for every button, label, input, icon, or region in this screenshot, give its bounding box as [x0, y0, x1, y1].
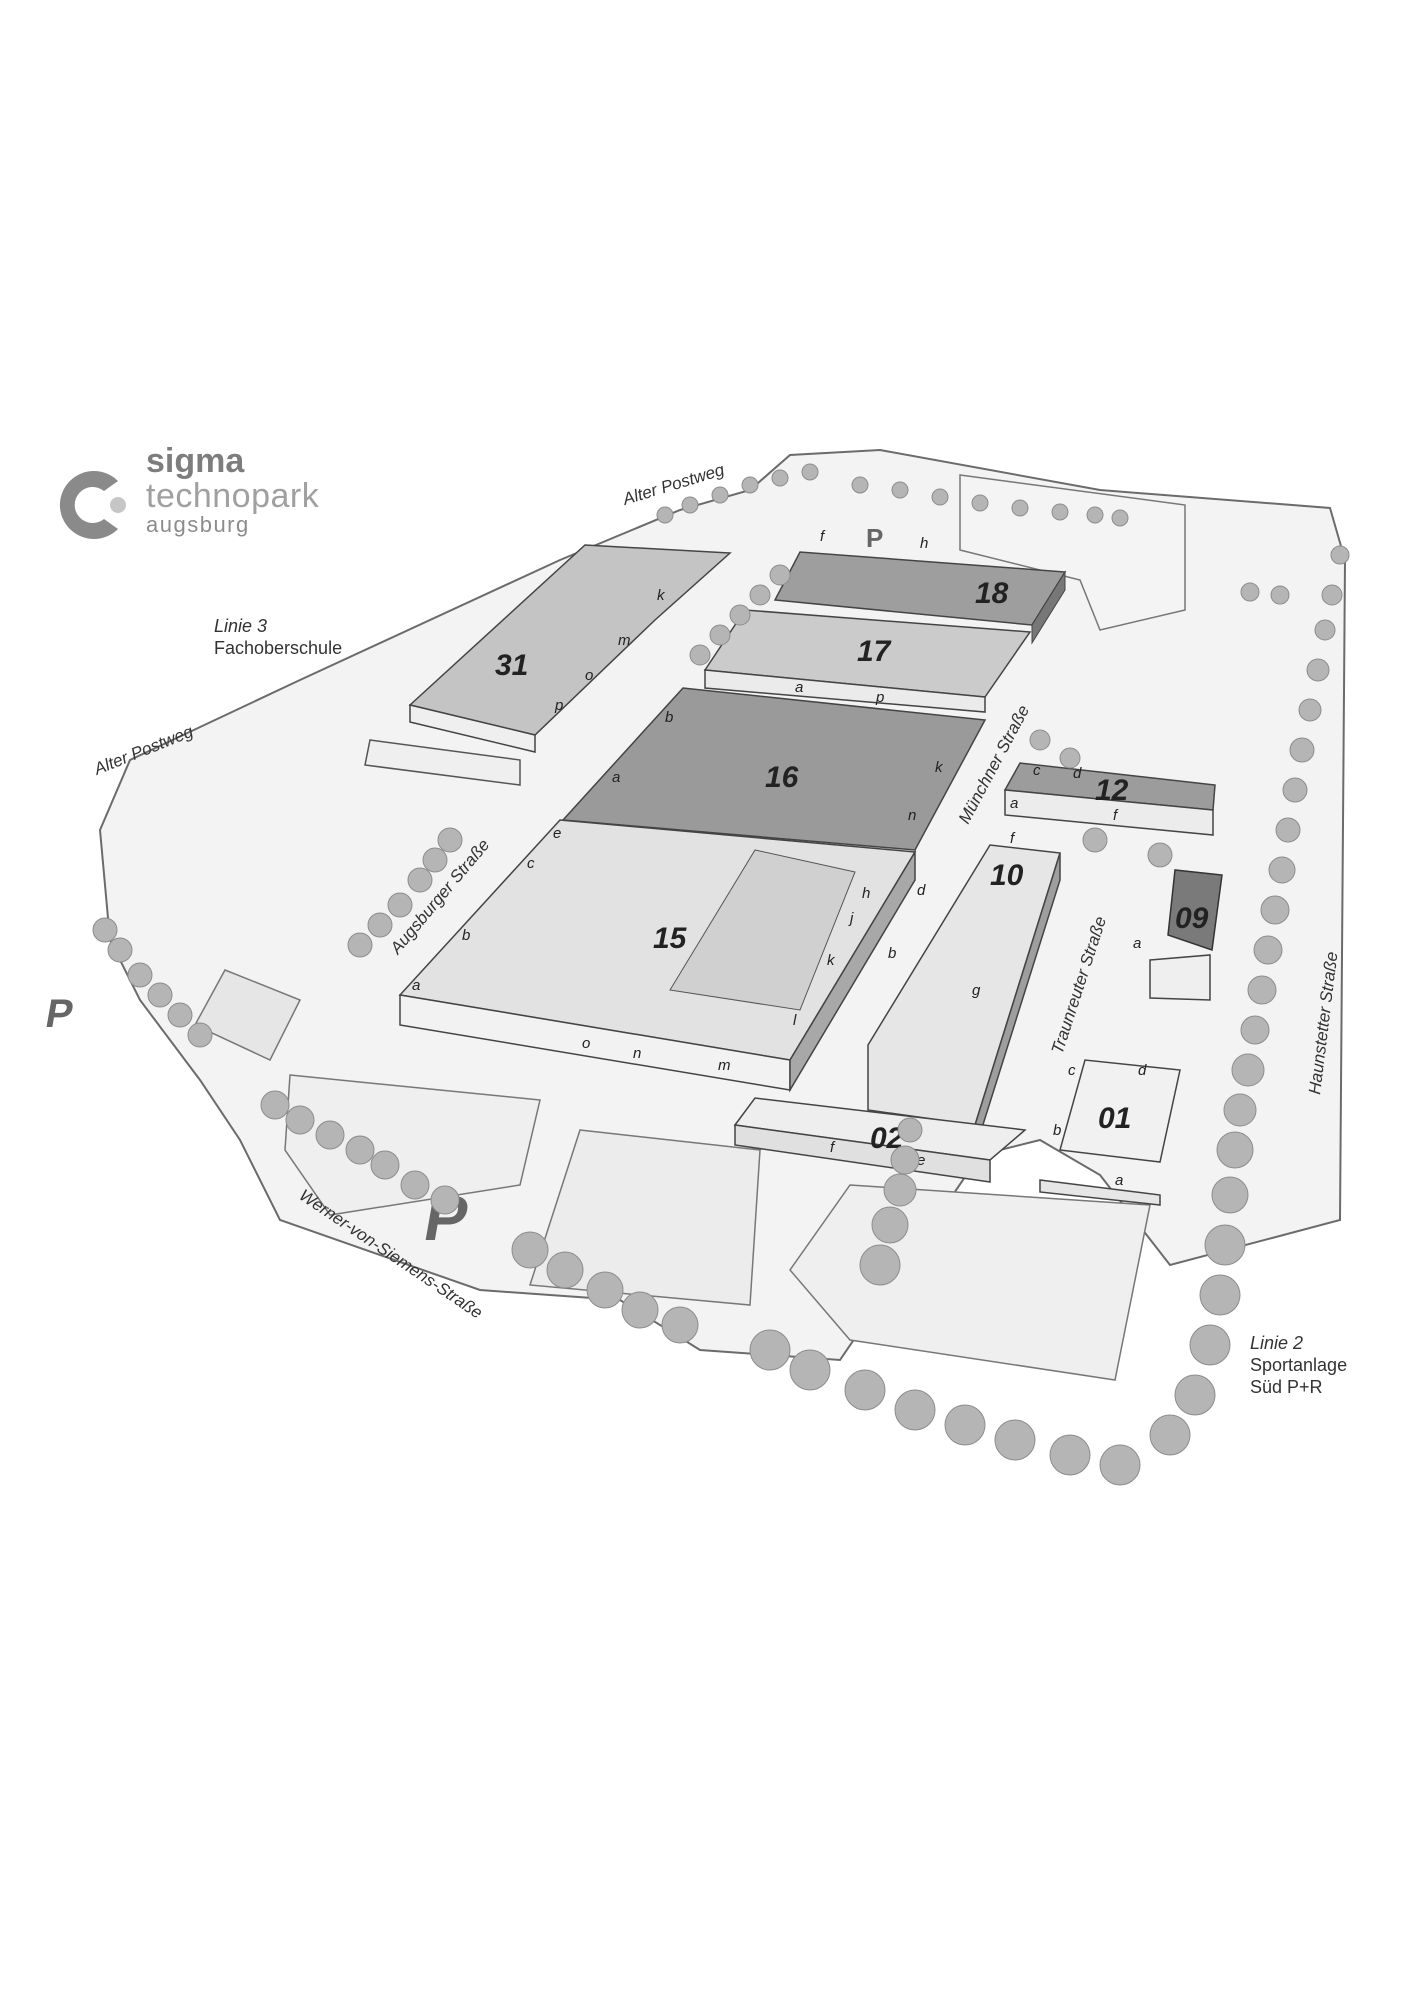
- building-number-16: 16: [765, 761, 799, 794]
- part-10-d: d: [917, 882, 926, 899]
- part-18-h: h: [920, 535, 928, 552]
- logo-line-1: sigma: [146, 442, 245, 480]
- transit-stop-label: Süd P+R: [1250, 1377, 1323, 1397]
- transit-stop-label: Sportanlage: [1250, 1355, 1348, 1375]
- trees: [92, 463, 1350, 1486]
- part-15-m: m: [718, 1057, 731, 1074]
- part-02-f: f: [830, 1139, 836, 1156]
- part-16-k: k: [935, 759, 944, 776]
- part-15-n: n: [633, 1045, 641, 1062]
- part-01-d: d: [1138, 1062, 1147, 1079]
- green-area-bottom-left: [284, 1074, 541, 1216]
- part-31-p: p: [554, 697, 563, 714]
- part-10-f: f: [1010, 830, 1016, 847]
- part-31-o: o: [585, 667, 593, 684]
- building-number-01: 01: [1098, 1102, 1131, 1135]
- building-17[interactable]: [703, 609, 1032, 713]
- building-number-09: 09: [1175, 902, 1209, 935]
- part-15-b: b: [462, 927, 470, 944]
- building-number-12: 12: [1095, 774, 1129, 807]
- part-31-k: k: [657, 587, 666, 604]
- parking-part-f-label: f: [820, 528, 826, 545]
- building-15[interactable]: [398, 819, 917, 1093]
- part-15-e: e: [553, 825, 561, 842]
- building-31[interactable]: [364, 544, 732, 786]
- part-15-l: l: [793, 1012, 797, 1029]
- part-15-h: h: [862, 885, 870, 902]
- parking-lot-bottom: [528, 1129, 761, 1306]
- building-10[interactable]: [867, 844, 1061, 1151]
- building-number-31: 31: [495, 649, 528, 682]
- part-09-a: a: [1133, 935, 1141, 952]
- part-01-c: c: [1068, 1062, 1076, 1079]
- building-number-10: 10: [990, 859, 1024, 892]
- transit-stop-label: Fachoberschule: [214, 638, 343, 658]
- part-12-d: d: [1073, 765, 1082, 782]
- part-15-o: o: [582, 1035, 590, 1052]
- logo-mark-icon: [59, 471, 126, 539]
- parking-symbol-top: P: [866, 523, 883, 553]
- building-16[interactable]: [561, 687, 987, 851]
- parking-symbol-left: P: [42, 991, 77, 1036]
- part-15-c: c: [527, 855, 535, 872]
- part-31-m: m: [618, 632, 631, 649]
- transit-stop-linie-2[interactable]: Linie 2 Sportanlage Süd P+R: [1250, 1332, 1347, 1398]
- building-01[interactable]: [1039, 1059, 1181, 1206]
- part-12-f: f: [1113, 807, 1119, 824]
- part-10-g: g: [972, 982, 981, 999]
- part-10-b: b: [888, 945, 896, 962]
- part-15-k: k: [827, 952, 836, 969]
- part-12-c: c: [1033, 762, 1041, 779]
- transit-line-label: Linie 2: [1250, 1333, 1304, 1353]
- part-16-b: b: [665, 709, 673, 726]
- part-15-j: j: [848, 910, 854, 927]
- part-15-a: a: [412, 977, 420, 994]
- part-17-a: a: [795, 679, 803, 696]
- building-number-18: 18: [975, 577, 1009, 610]
- part-12-a: a: [1010, 795, 1018, 812]
- part-01-b: b: [1053, 1122, 1061, 1139]
- building-number-15: 15: [653, 922, 688, 955]
- transit-line-label: Linie 3: [214, 616, 268, 636]
- part-16-a: a: [612, 769, 620, 786]
- transit-stop-linie-3[interactable]: Linie 3 Fachoberschule: [214, 615, 342, 659]
- part-01-a: a: [1115, 1172, 1123, 1189]
- part-17-p: p: [875, 689, 884, 706]
- part-16-n: n: [908, 807, 916, 824]
- building-part-labels: k m o p h a p a b k n a b c e h j k l m …: [412, 535, 1147, 1189]
- logo-line-2: technopark: [146, 477, 320, 515]
- logo-line-3: augsburg: [146, 512, 250, 537]
- building-18[interactable]: [773, 551, 1067, 645]
- parking-lot-left: [193, 969, 302, 1061]
- part-02-e: e: [917, 1152, 925, 1169]
- building-12[interactable]: [1003, 762, 1216, 836]
- building-number-17: 17: [857, 635, 892, 668]
- building-09[interactable]: [1149, 869, 1223, 1001]
